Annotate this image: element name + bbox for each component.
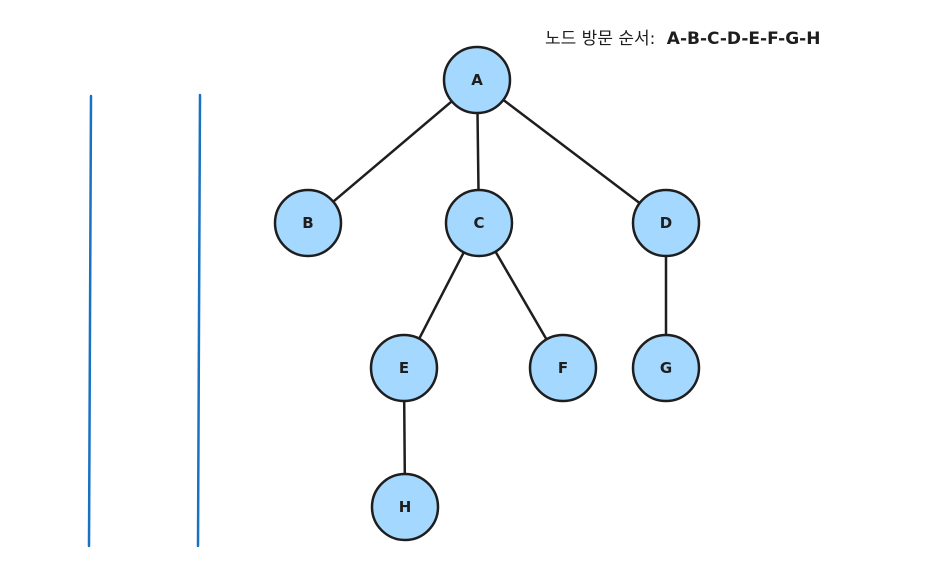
edge-c-f: [494, 250, 548, 341]
node-label: B: [302, 214, 313, 232]
edge-a-b: [331, 100, 454, 203]
node-label: C: [473, 214, 484, 232]
queue-left-wall: [87, 94, 93, 548]
node-d: D: [631, 188, 701, 258]
node-g: G: [631, 333, 701, 403]
node-b: B: [273, 188, 343, 258]
node-circle: [528, 333, 598, 403]
tree-edges: [331, 98, 668, 476]
edge-a-c: [476, 111, 480, 192]
node-circle: [444, 188, 514, 258]
node-circle: [631, 333, 701, 403]
visit-order-caption: 노드 방문 순서: A-B-C-D-E-F-G-H: [545, 29, 820, 49]
node-a: A: [442, 45, 512, 115]
edge-a-d: [502, 98, 641, 205]
edge-e-h: [402, 399, 407, 476]
node-circle: [273, 188, 343, 258]
tree-nodes: A B C D E F G H: [273, 45, 701, 542]
visit-order-value: A-B-C-D-E-F-G-H: [667, 29, 821, 49]
node-f: F: [528, 333, 598, 403]
node-c: C: [444, 188, 514, 258]
node-circle: [631, 188, 701, 258]
node-label: G: [660, 359, 672, 377]
node-circle: [442, 45, 512, 115]
node-circle: [369, 333, 439, 403]
node-label: D: [660, 214, 672, 232]
node-label: A: [471, 71, 483, 89]
node-label: F: [558, 359, 568, 377]
visit-order-label: 노드 방문 순서:: [545, 29, 655, 49]
node-label: H: [399, 498, 412, 516]
node-label: E: [399, 359, 409, 377]
node-e: E: [369, 333, 439, 403]
node-h: H: [370, 472, 440, 542]
queue-box: [87, 93, 202, 548]
queue-right-wall: [196, 93, 202, 548]
node-circle: [370, 472, 440, 542]
edge-c-e: [417, 251, 466, 340]
